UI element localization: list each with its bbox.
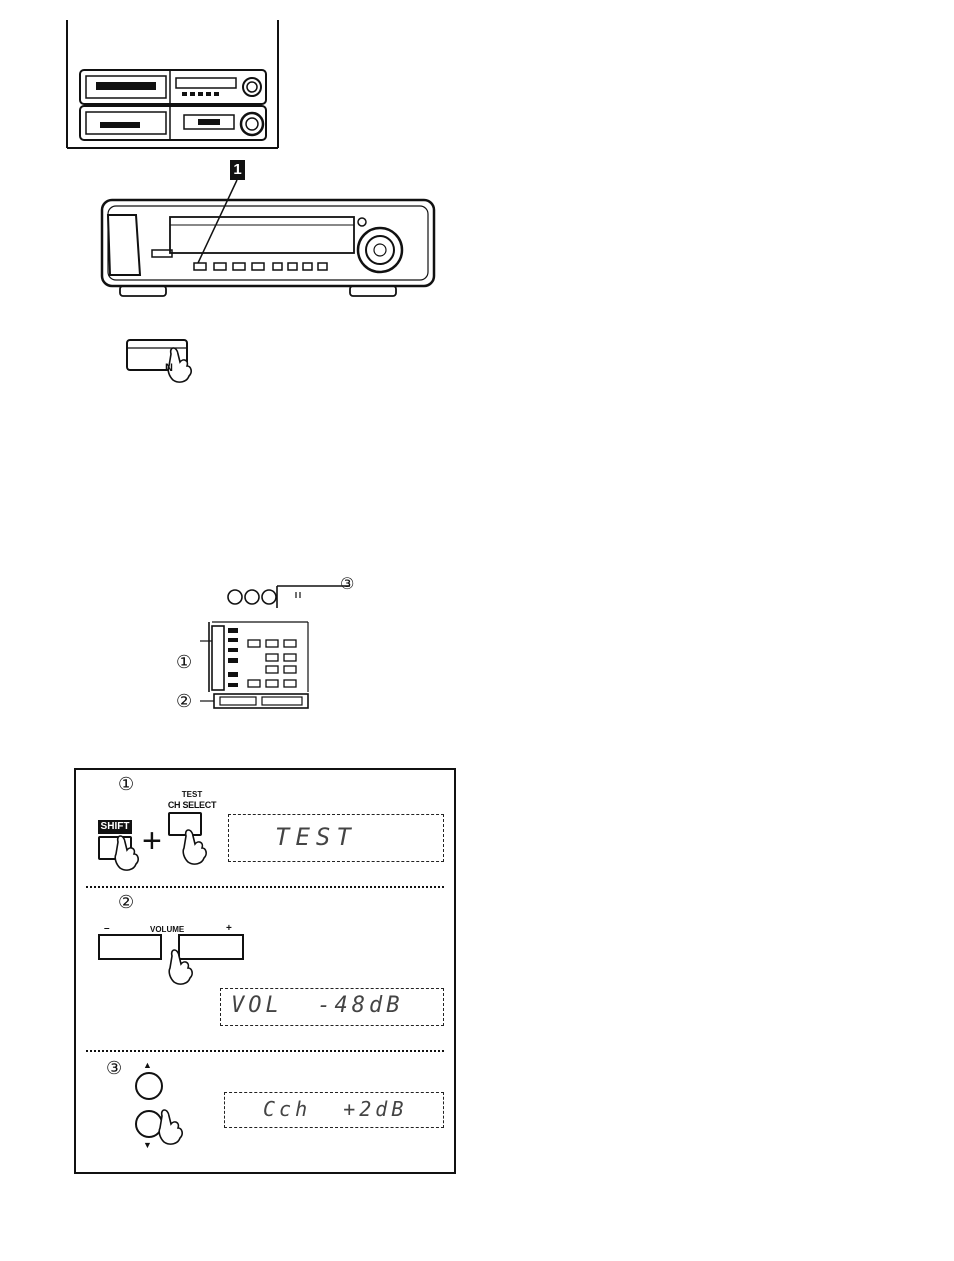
hand-press-icon	[180, 828, 214, 866]
step3-display-text: Cch +2dB	[263, 1097, 407, 1121]
step2-display: VOL -48dB	[220, 988, 444, 1026]
volume-label: VOLUME	[150, 925, 184, 934]
stereo-system-illustration	[66, 20, 279, 150]
instruction-panel: ① SHIFT + TEST CH SELECT TEST ② – VOLUME…	[74, 768, 456, 1174]
up-button	[135, 1072, 163, 1100]
volume-down-button	[98, 934, 162, 960]
receiver-front-panel	[100, 175, 438, 300]
dotted-divider	[86, 886, 444, 888]
remote-callout-2: ②	[176, 691, 192, 712]
test-label: TEST	[174, 790, 210, 799]
ch-select-label: CH SELECT	[164, 800, 220, 810]
up-arrow-icon: ▲	[143, 1060, 152, 1070]
pressed-button-illustration	[125, 336, 200, 386]
step1-display-text: TEST	[275, 823, 357, 851]
volume-plus-label: +	[226, 923, 232, 934]
dotted-divider	[86, 1050, 444, 1052]
remote-callout-1: ①	[176, 652, 192, 673]
remote-control-illustration	[200, 580, 370, 720]
step2-marker: ②	[118, 892, 134, 913]
step1-marker: ①	[118, 774, 134, 795]
button-caption: N	[165, 362, 173, 374]
hand-press-icon	[112, 834, 146, 872]
plus-sign: +	[142, 824, 162, 858]
hand-press-icon	[166, 948, 200, 986]
shift-label: SHIFT	[98, 820, 132, 834]
volume-minus-label: –	[104, 923, 110, 934]
step2-display-text: VOL -48dB	[231, 993, 403, 1018]
hand-press-icon	[156, 1108, 190, 1146]
step3-marker: ③	[106, 1058, 122, 1079]
step3-display: Cch +2dB	[224, 1092, 444, 1128]
remote-callout-3: ③	[340, 574, 354, 593]
step1-display: TEST	[228, 814, 444, 862]
down-arrow-icon: ▼	[143, 1140, 152, 1150]
